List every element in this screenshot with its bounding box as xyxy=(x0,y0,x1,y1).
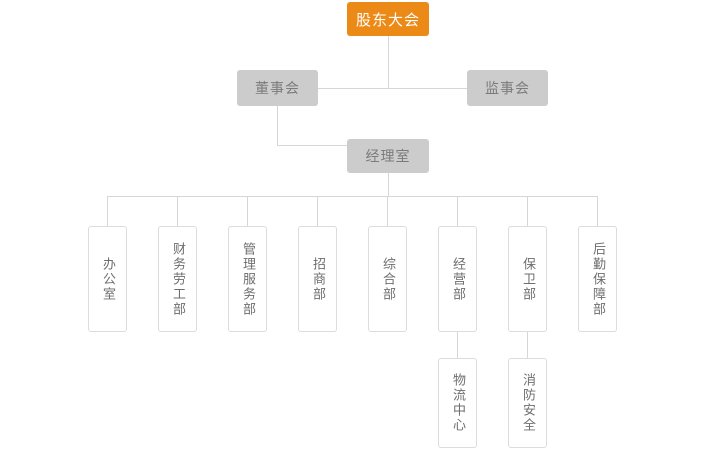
node-department-label: 保卫部 xyxy=(520,256,535,302)
node-board-of-supervisors[interactable]: 监事会 xyxy=(467,70,548,106)
node-subdepartment-fire-safety[interactable]: 消防安全 xyxy=(508,358,547,448)
node-department-label: 管理服务部 xyxy=(240,241,255,317)
node-department-label: 办公室 xyxy=(100,256,115,302)
connector-department-drop-1 xyxy=(107,196,108,226)
connector-board-to-manager xyxy=(277,145,347,146)
connector-manager-down xyxy=(388,172,389,196)
node-department-management-service[interactable]: 管理服务部 xyxy=(228,226,267,332)
node-subdepartment-label: 物流中心 xyxy=(450,373,465,433)
node-shareholders-meeting[interactable]: 股东大会 xyxy=(347,2,429,36)
node-department-finance-labor[interactable]: 财务劳工部 xyxy=(158,226,197,332)
node-subdepartment-logistics-center[interactable]: 物流中心 xyxy=(438,358,477,448)
connector-department-drop-5 xyxy=(387,196,388,226)
node-department-label: 财务劳工部 xyxy=(170,241,185,317)
node-department-general[interactable]: 综合部 xyxy=(368,226,407,332)
node-department-label: 经营部 xyxy=(450,256,465,302)
connector-row2-horizontal xyxy=(317,88,467,89)
connector-departments-bar xyxy=(107,196,597,197)
connector-sub-drop-1 xyxy=(457,332,458,358)
connector-department-drop-3 xyxy=(247,196,248,226)
node-department-security[interactable]: 保卫部 xyxy=(508,226,547,332)
node-department-label: 综合部 xyxy=(380,256,395,302)
node-department-operations[interactable]: 经营部 xyxy=(438,226,477,332)
node-subdepartment-label: 消防安全 xyxy=(520,373,535,433)
connector-sub-drop-2 xyxy=(527,332,528,358)
node-department-logistics-support[interactable]: 后勤保障部 xyxy=(578,226,617,332)
connector-department-drop-6 xyxy=(457,196,458,226)
node-department-office[interactable]: 办公室 xyxy=(88,226,127,332)
connector-board-down xyxy=(277,106,278,146)
node-department-label: 后勤保障部 xyxy=(590,241,605,317)
connector-root-down xyxy=(388,36,389,88)
node-board-of-directors[interactable]: 董事会 xyxy=(237,70,318,106)
connector-department-drop-4 xyxy=(317,196,318,226)
node-department-label: 招商部 xyxy=(310,256,325,302)
connector-department-drop-7 xyxy=(527,196,528,226)
connector-department-drop-8 xyxy=(597,196,598,226)
node-managers-office[interactable]: 经理室 xyxy=(347,139,429,173)
connector-department-drop-2 xyxy=(177,196,178,226)
node-department-investment[interactable]: 招商部 xyxy=(298,226,337,332)
